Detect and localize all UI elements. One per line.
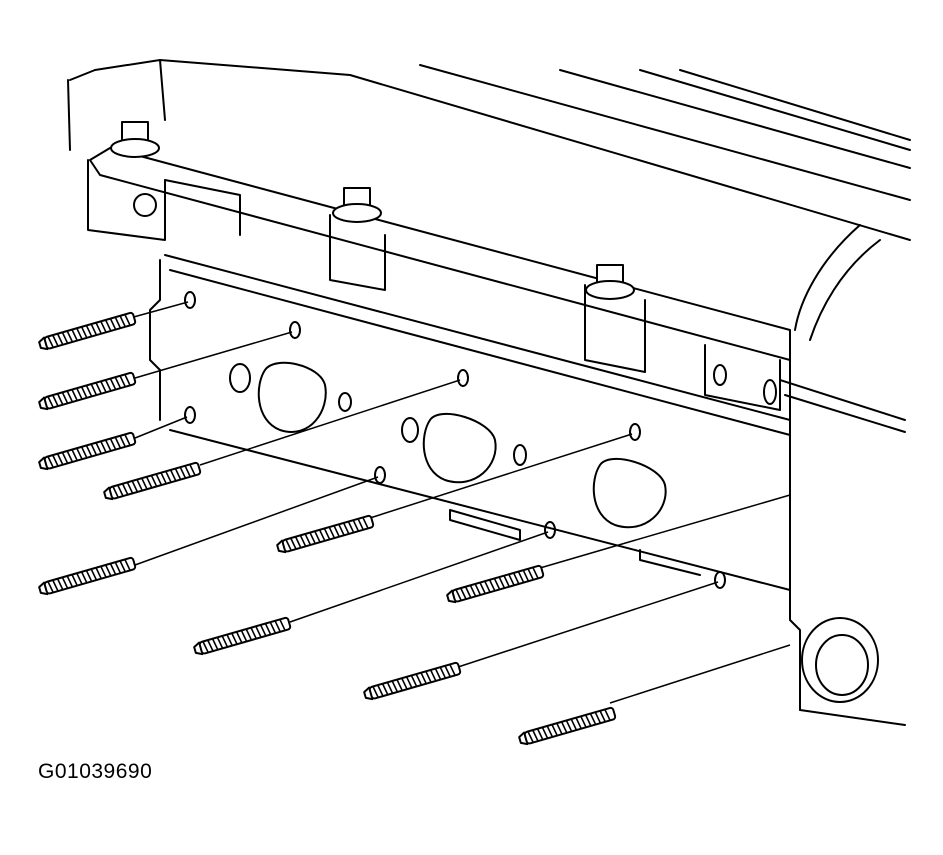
- cylinder-head-face: [149, 254, 906, 726]
- exhaust-ports: [229, 361, 701, 576]
- stud-8: [446, 564, 545, 604]
- stud-1: [38, 311, 137, 351]
- stud-6: [276, 514, 375, 554]
- stud-leader-lines: [129, 301, 791, 704]
- bolt-head-2: [332, 187, 382, 223]
- figure-code: G01039690: [38, 760, 153, 783]
- stud-10: [518, 706, 617, 746]
- bolt-head-3: [585, 264, 635, 300]
- stud-9: [363, 661, 462, 701]
- bolt-rail: [87, 147, 791, 411]
- studs: [38, 311, 617, 746]
- stud-2: [38, 371, 137, 411]
- stud-holes: [184, 291, 726, 589]
- bolt-heads: [110, 121, 635, 300]
- cam-cover: [67, 59, 911, 341]
- stud-3: [38, 431, 137, 471]
- stud-4: [103, 461, 202, 501]
- stud-7: [193, 616, 292, 656]
- bolt-head-1: [110, 121, 160, 158]
- stud-5: [38, 556, 137, 596]
